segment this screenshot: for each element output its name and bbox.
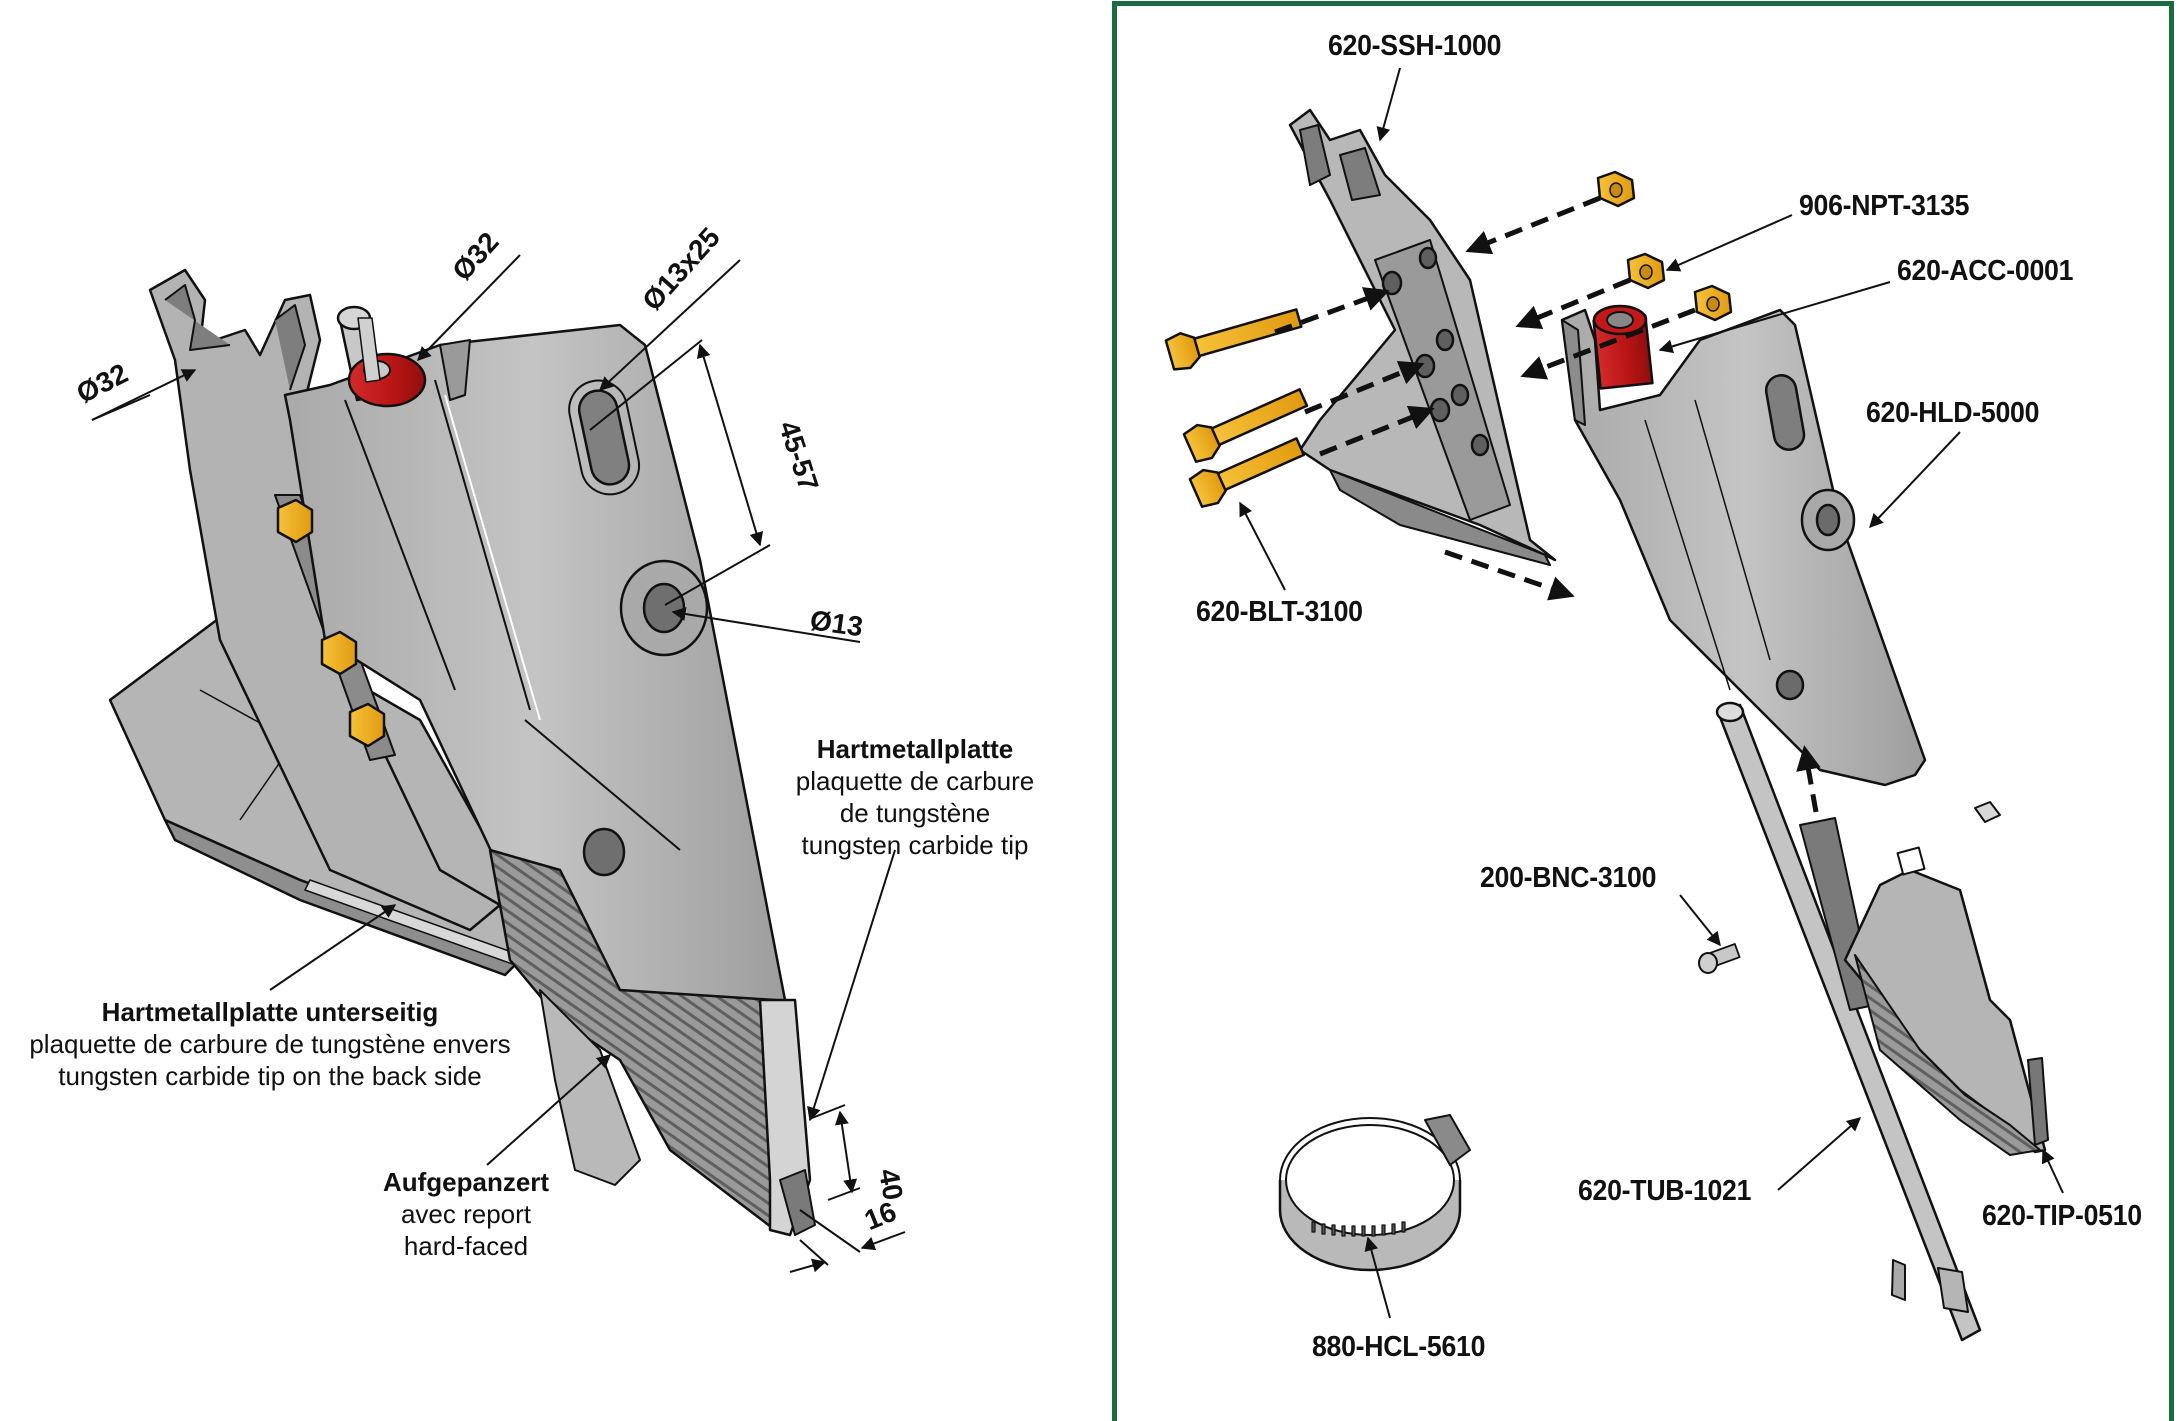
part-label-bolt: 620-BLT-3100 <box>1196 596 1363 628</box>
assembled-view <box>108 268 816 1237</box>
note-carbide-tip-title: Hartmetallplatte <box>816 734 1014 764</box>
leader-pipe-dia-top <box>417 254 521 362</box>
leader-tip <box>807 849 896 1122</box>
dim-label-tip-height: 40 <box>872 1166 909 1203</box>
leader-tip <box>2041 1148 2064 1194</box>
exploded-view-frame <box>1112 1 2174 1421</box>
note-carbide-tip-fr-2: de tungstène <box>839 798 991 828</box>
part-label-screw: 200-BNC-3100 <box>1480 862 1657 894</box>
assembly-arrows <box>1274 195 1821 813</box>
note-carbide-tip-fr-1: plaquette de carbure <box>795 766 1035 796</box>
leader-hose-clamp <box>1364 1236 1391 1319</box>
part-label-hose-clamp: 880-HCL-5610 <box>1312 1331 1486 1363</box>
part-label-nut: 906-NPT-3135 <box>1799 190 1970 222</box>
note-hardfaced-title: Aufgepanzert <box>382 1167 550 1197</box>
note-back-tip-title: Hartmetallplatte unterseitig <box>101 997 439 1027</box>
leader-hardfaced <box>486 1054 612 1166</box>
leader-bushing <box>1658 281 1891 354</box>
leader-nut <box>1665 214 1793 272</box>
leader-back-tip <box>269 904 397 991</box>
part-label-bushing: 620-ACC-0001 <box>1897 255 2074 287</box>
note-carbide-tip: Hartmetallplatte plaquette de carbure de… <box>796 733 1035 861</box>
part-label-tube: 620-TUB-1021 <box>1578 1175 1752 1207</box>
part-bolts <box>1164 308 1309 508</box>
leader-tube <box>1777 1117 1862 1191</box>
bolt-heads <box>276 498 386 748</box>
part-nuts <box>1596 170 1733 322</box>
tube-and-bushing <box>336 305 427 408</box>
dim-tip-width <box>860 1231 906 1251</box>
dim-hole-spacing <box>696 343 764 547</box>
hardfaced-point <box>488 848 816 1237</box>
leader-holder <box>1869 431 1961 529</box>
note-back-tip-en: tungsten carbide tip on the back side <box>58 1061 482 1091</box>
right-leaders <box>1239 67 2064 1319</box>
ext-hole-spacing <box>664 544 771 606</box>
note-hardfaced-fr: avec report <box>400 1199 532 1229</box>
square-nut <box>1974 801 2001 823</box>
part-label-shank: 620-SSH-1000 <box>1328 30 1502 62</box>
dim-tip-height <box>834 1110 858 1194</box>
leader-slot-center <box>589 339 703 431</box>
note-back-tip: Hartmetallplatte unterseitig plaquette d… <box>29 996 510 1092</box>
note-back-tip-fr: plaquette de carbure de tungstène envers <box>29 1029 511 1059</box>
left-leaders <box>91 254 906 1273</box>
leader-shank <box>1376 67 1401 142</box>
part-tip <box>1799 801 2049 1156</box>
part-screw <box>1698 943 1741 974</box>
note-hardfaced: Aufgepanzert avec report hard-faced <box>383 1166 549 1262</box>
note-carbide-tip-en: tungsten carbide tip <box>801 830 1029 860</box>
part-label-tip: 620-TIP-0510 <box>1982 1200 2142 1232</box>
part-shank <box>1288 108 1557 566</box>
part-tube <box>1715 701 1982 1342</box>
part-hose-clamp <box>1278 1114 1471 1272</box>
note-hardfaced-en: hard-faced <box>403 1231 529 1261</box>
leader-slot <box>598 259 741 391</box>
exploded-view <box>1164 108 2049 1342</box>
leader-screw <box>1679 894 1721 947</box>
part-holder <box>1560 308 1927 787</box>
leader-bolt <box>1239 501 1286 591</box>
leader-hole-dia <box>671 607 861 643</box>
part-label-holder: 620-HLD-5000 <box>1866 397 2040 429</box>
